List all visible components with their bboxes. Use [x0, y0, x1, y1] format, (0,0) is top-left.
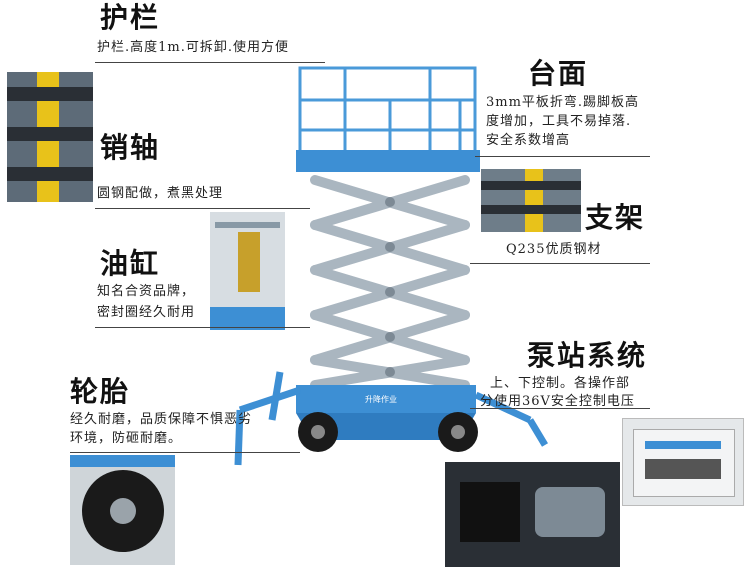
pin-title: 销轴 [100, 131, 161, 164]
platform-title: 台面 [528, 57, 589, 90]
pin-photo [7, 72, 93, 202]
machine-label: 升降作业 [365, 395, 397, 404]
cylinder-desc-line1: 知名合资品牌， [97, 284, 196, 299]
pump-desc-line2: 分使用36V安全控制电压 [480, 394, 635, 409]
control-box-photo [622, 418, 744, 506]
platform-deck [296, 150, 480, 172]
scissor-arms [310, 175, 470, 390]
platform-desc-line1: 3mm平板折弯.踢脚板高 [486, 95, 640, 110]
tire-title: 轮胎 [70, 375, 131, 408]
tire-desc-line1: 经久耐磨，品质保障不惧恶劣 [70, 412, 253, 427]
guardrail-drawing [298, 66, 477, 160]
cylinder-divider [95, 327, 310, 328]
guardrail-divider [95, 62, 325, 63]
cylinder-photo [210, 212, 285, 330]
platform-desc-line3: 安全系数增高 [486, 133, 571, 148]
frame-desc: Q235优质钢材 [506, 242, 602, 257]
cylinder-desc-line2: 密封圈经久耐用 [97, 305, 196, 320]
frame-photo [481, 169, 581, 232]
frame-divider [470, 263, 650, 264]
pin-divider [95, 208, 310, 209]
tire-desc-line2: 环境，防砸耐磨。 [70, 431, 183, 446]
pin-desc: 圆钢配做，煮黑处理 [97, 186, 224, 201]
wheels [298, 412, 478, 452]
tire-photo [70, 455, 175, 565]
guardrail-desc: 护栏.高度1m.可拆卸.使用方便 [97, 40, 289, 55]
pump-divider [470, 408, 650, 409]
tire-divider [70, 452, 300, 453]
platform-divider [475, 156, 650, 157]
pump-title: 泵站系统 [527, 339, 648, 372]
cylinder-title: 油缸 [100, 247, 161, 280]
frame-title: 支架 [585, 201, 646, 234]
guardrail-title: 护栏 [100, 1, 161, 34]
pump-photo [445, 462, 620, 567]
pump-desc-line1: 上、下控制。各操作部 [490, 376, 631, 391]
platform-desc-line2: 度增加，工具不易掉落. [486, 114, 632, 129]
chassis [296, 385, 476, 413]
